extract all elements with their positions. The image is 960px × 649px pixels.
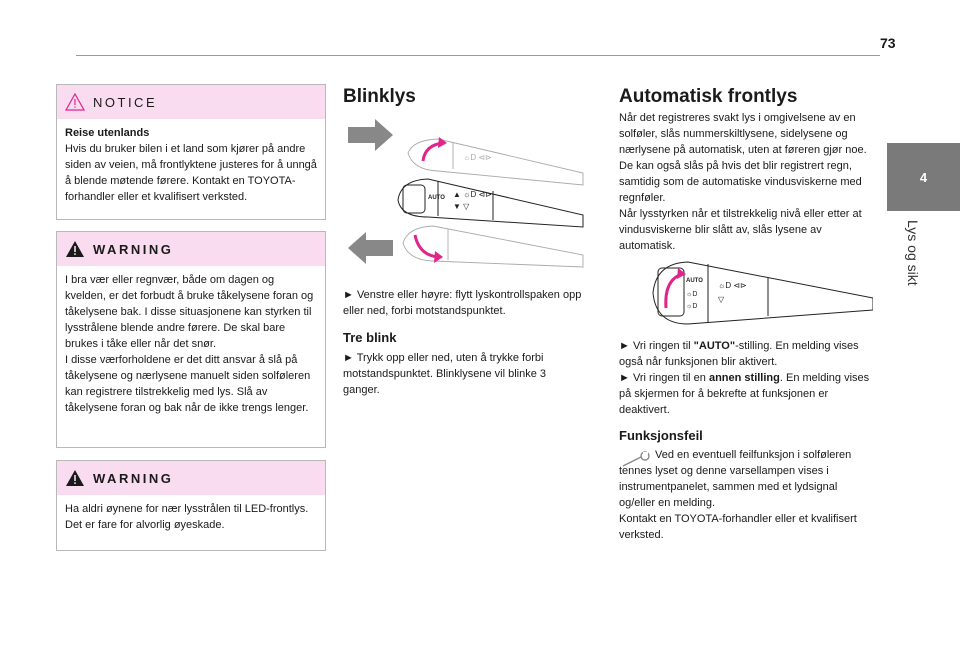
blinklys-instruction: ► Venstre eller høyre: flytt lyskontroll…: [343, 289, 582, 317]
svg-text:▽: ▽: [718, 295, 725, 304]
three-blink-heading: Tre blink: [343, 330, 397, 345]
auto-ring-stalk-illustration: AUTO ☼D ☼D ☼D ⊲⊳ ▽: [652, 261, 873, 325]
stalk-auto-label: AUTO: [428, 195, 445, 201]
blinklys-heading: Blinklys: [343, 86, 416, 107]
notice-text: Hvis du bruker bilen i et land som kjøre…: [65, 143, 317, 203]
warning-outline-icon: [65, 93, 85, 111]
warning-1-header: WARNING: [57, 232, 325, 266]
auto-step-1: ► Vri ringen til "AUTO"-stilling. En mel…: [619, 340, 859, 368]
svg-text:☼D ⊲⊳: ☼D ⊲⊳: [463, 153, 492, 162]
svg-text:▲ ☼D ⊲⊳: ▲ ☼D ⊲⊳: [453, 190, 492, 199]
warning-box-2: WARNING Ha aldri øynene for nær lysstrål…: [56, 460, 326, 551]
arrow-left-icon: [348, 232, 393, 264]
notice-box: NOTICE Reise utenlands Hvis du bruker bi…: [56, 84, 326, 220]
auto-intro-1: Når det registreres svakt lys i omgivels…: [619, 112, 867, 204]
arrow-right-icon: [348, 119, 393, 151]
warning-box-1: WARNING I bra vær eller regnvær, både om…: [56, 231, 326, 448]
notice-lead: Reise utenlands: [65, 127, 150, 139]
svg-text:☼D: ☼D: [686, 303, 697, 310]
warning-2-text: Ha aldri øynene for nær lysstrålen til L…: [65, 503, 309, 531]
three-blink-text: ► Trykk opp eller ned, uten å trykke for…: [343, 352, 546, 396]
svg-text:▼ ▽: ▼ ▽: [453, 202, 470, 211]
chapter-tab[interactable]: 4: [887, 143, 960, 211]
fault-text-1: Ved en eventuell feilfunksjon i solføler…: [619, 449, 852, 509]
ring-auto-label: AUTO: [686, 278, 703, 284]
fault-text-2: Kontakt en TOYOTA-forhandler eller et kv…: [619, 513, 857, 541]
svg-text:☼D: ☼D: [686, 291, 697, 298]
warning-2-header: WARNING: [57, 461, 325, 495]
warning-1-text-2: I disse værforholdene er det ditt ansvar…: [65, 354, 311, 414]
warning-2-title: WARNING: [93, 470, 174, 486]
warning-filled-icon: [66, 470, 84, 486]
page-number: 73: [880, 35, 896, 51]
wrench-icon: [622, 451, 650, 467]
chapter-label: Lys og sikt: [905, 220, 921, 286]
auto-step-2: ► Vri ringen til en annen stilling. En m…: [619, 372, 870, 416]
turn-signal-stalk-illustration: ☼D ⊲⊳ AUTO ▲ ☼D ⊲⊳ ▼ ▽: [348, 119, 584, 268]
top-rule: [76, 55, 880, 56]
notice-title: NOTICE: [93, 94, 158, 110]
auto-headlights-heading: Automatisk frontlys: [619, 86, 798, 107]
fault-heading: Funksjonsfeil: [619, 428, 703, 443]
warning-1-text-1: I bra vær eller regnvær, både om dagen o…: [65, 274, 314, 350]
warning-filled-icon: [66, 241, 84, 257]
notice-header: NOTICE: [57, 85, 325, 119]
svg-text:☼D ⊲⊳: ☼D ⊲⊳: [718, 281, 747, 290]
warning-1-title: WARNING: [93, 241, 174, 257]
auto-intro-2: Når lysstyrken når et tilstrekkelig nivå…: [619, 208, 862, 252]
